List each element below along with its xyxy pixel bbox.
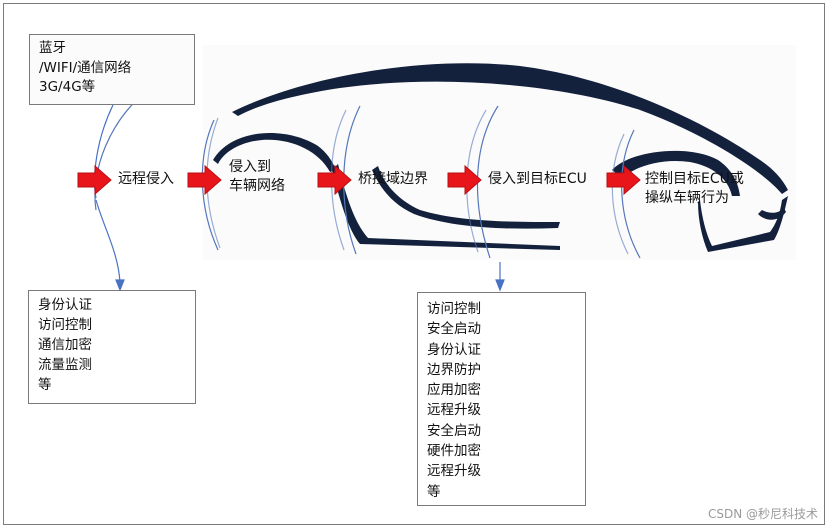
stage-line: 远程侵入	[118, 171, 174, 187]
stage-line: 控制目标ECU或	[645, 171, 744, 187]
box-line: 身份认证	[38, 297, 92, 313]
stage-line: 操纵车辆行为	[645, 190, 729, 206]
car-rear-wheel-arch	[612, 150, 740, 196]
stage-line: 侵入到目标ECU	[488, 171, 587, 187]
arrow-3	[317, 164, 352, 196]
stage-label-5: 控制目标ECU或 操纵车辆行为	[645, 170, 744, 208]
connectors	[94, 104, 505, 292]
box-line: 蓝牙	[39, 40, 66, 56]
stage-label-2: 侵入到 车辆网络	[229, 158, 285, 196]
box-line: 3G/4G等	[39, 79, 96, 95]
box-line: 等	[38, 377, 52, 393]
stage-label-3: 桥接域边界	[358, 170, 428, 189]
box-line: 应用加密	[427, 382, 481, 399]
diagram-frame	[3, 3, 825, 525]
connector-stage1-to-leftbox	[95, 199, 121, 283]
box-line: /WIFI/通信网络	[39, 59, 132, 76]
stage-label-1: 远程侵入	[118, 170, 174, 189]
countermeasures-box-left: 身份认证 访问控制 通信加密 流量监测 等	[28, 290, 196, 404]
box-line: 流量监测	[38, 357, 92, 373]
box-line: 访问控制	[427, 301, 481, 317]
car-door-line	[372, 166, 560, 229]
box-line: 等	[427, 483, 441, 500]
stage-line: 桥接域边界	[358, 171, 428, 187]
box-line: 远程升级	[427, 402, 481, 419]
box-line: 硬件加密	[427, 443, 481, 460]
box-line: 访问控制	[38, 317, 92, 333]
box-line: 通信加密	[38, 337, 92, 353]
arrow-2	[187, 164, 222, 196]
car-rear-bumper	[698, 196, 788, 252]
stage-line: 车辆网络	[229, 178, 285, 194]
watermark: CSDN @秒尼科技术	[707, 507, 818, 521]
arrow-4	[447, 164, 482, 196]
car-tail-notch	[758, 208, 786, 220]
stage-arrows	[77, 164, 641, 196]
stage-line: 侵入到	[229, 159, 271, 175]
box-line: 安全启动	[427, 422, 481, 439]
connector-right-arrowhead	[495, 279, 505, 292]
attack-vector-box: 蓝牙 /WIFI/通信网络 3G/4G等	[29, 34, 195, 105]
arrow-1	[77, 164, 112, 196]
box-line: 远程升级	[427, 463, 481, 480]
arrow-5	[606, 164, 641, 196]
box-line: 身份认证	[427, 341, 481, 358]
countermeasures-box-right: 访问控制 安全启动 身份认证 边界防护 应用加密 远程升级 安全启动 硬件加密 …	[417, 292, 586, 506]
car-silhouette	[213, 63, 788, 252]
connector-left-arrowhead	[115, 279, 125, 292]
car-front-wheel-arch	[213, 133, 336, 172]
box-line: 安全启动	[427, 321, 481, 338]
box-line: 边界防护	[427, 361, 481, 378]
stage-label-4: 侵入到目标ECU	[488, 170, 587, 189]
